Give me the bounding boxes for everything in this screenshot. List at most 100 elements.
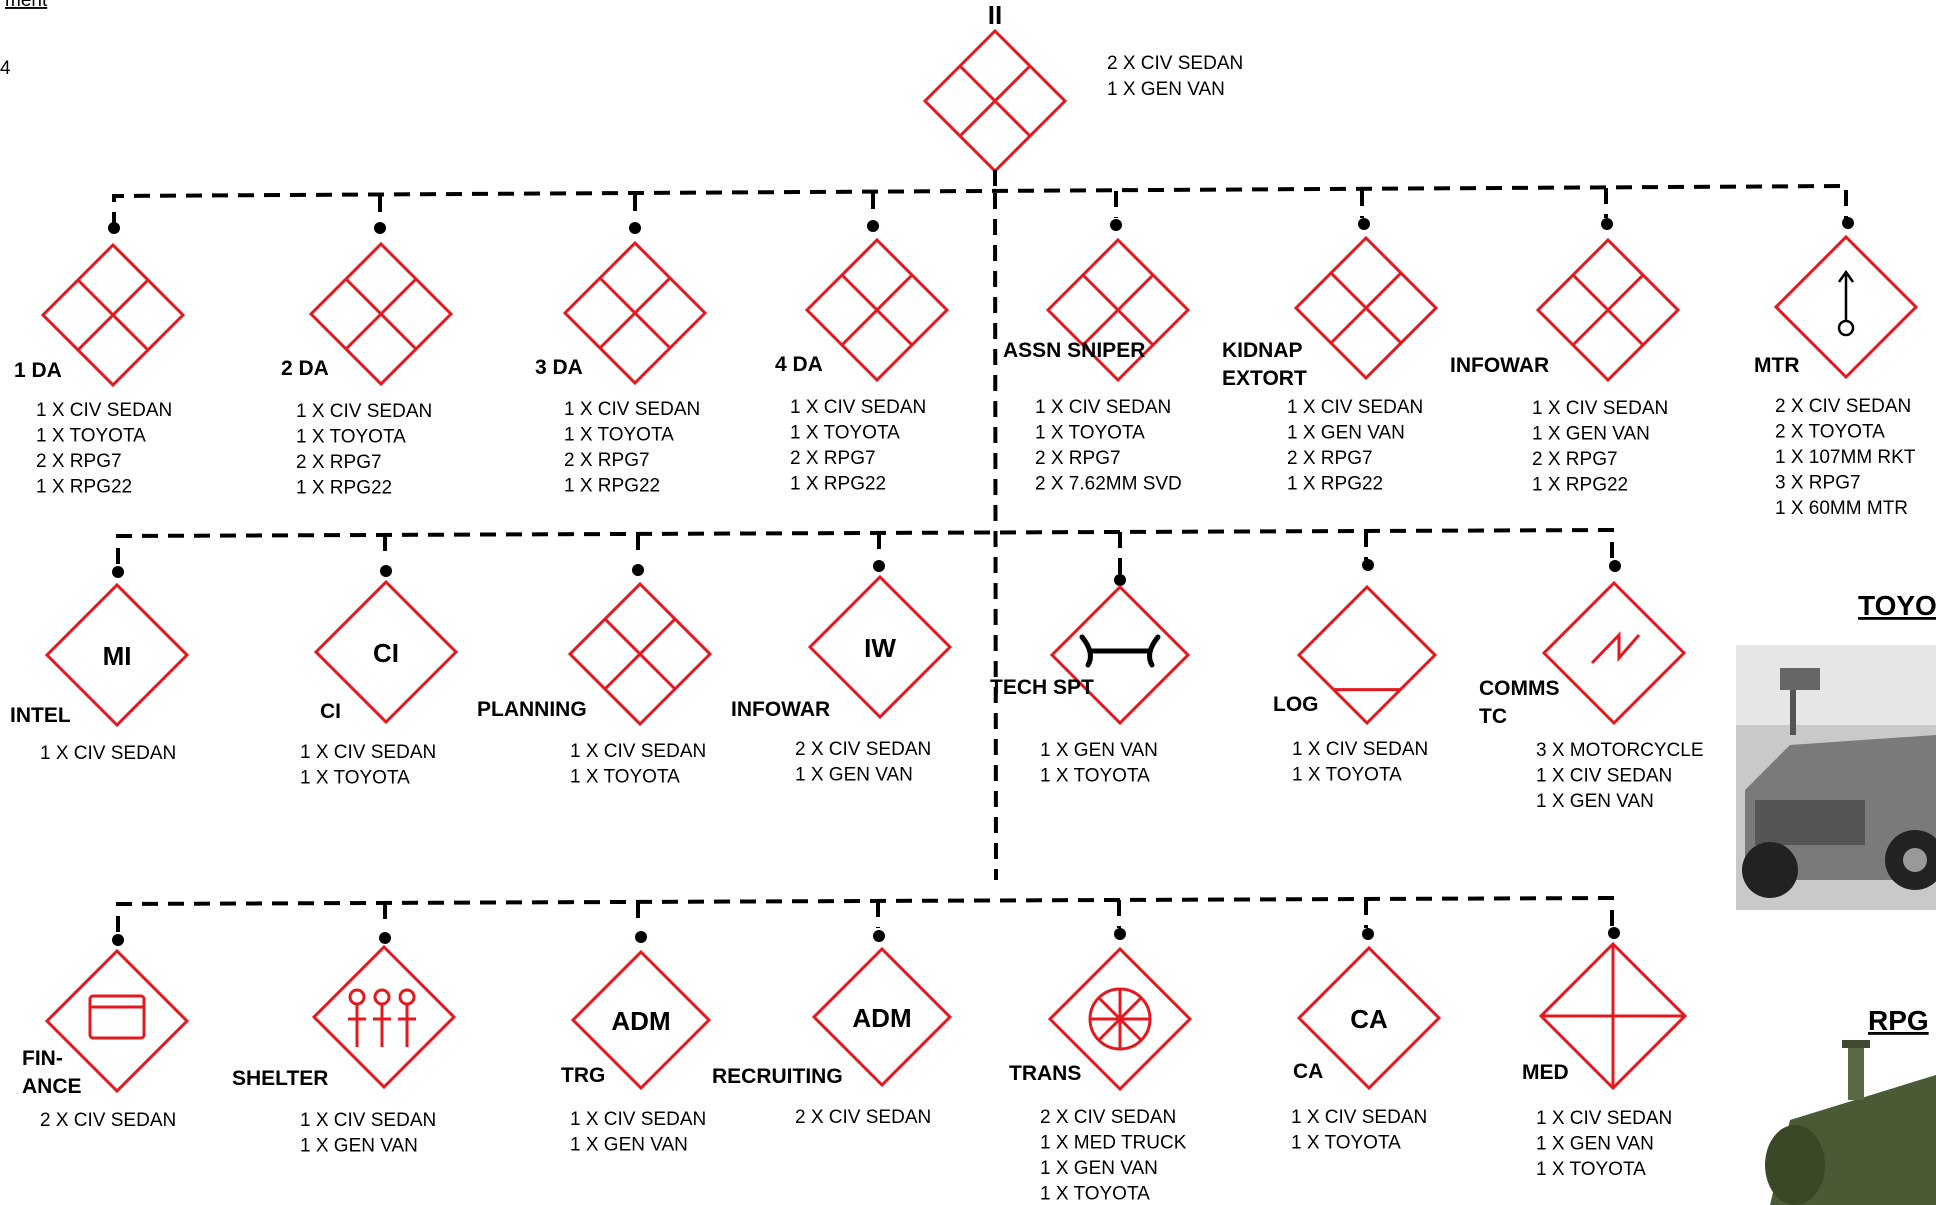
equipment-item: 2 X RPG7 [1287,448,1373,469]
connector-dot [1601,218,1613,230]
equipment-item: 1 X CIV SEDAN [564,399,700,420]
equipment-item: 1 X TOYOTA [1035,423,1145,444]
unit-label: MTR [1754,354,1800,377]
equipment-item: 1 X GEN VAN [1532,424,1650,445]
equipment-item: 1 X CIV SEDAN [1536,1108,1672,1129]
connector-dot [380,565,392,577]
equipment-item: 1 X CIV SEDAN [570,1109,706,1130]
row2-unit-2: CICI1 X CIV SEDAN1 X TOYOTA [300,565,456,789]
unit-label: 2 DA [281,357,329,380]
equipment-item: 1 X RPG22 [296,478,392,499]
row2-unit-5: TECH SPT1 X GEN VAN1 X TOYOTA [990,574,1188,787]
equipment-item: 1 X GEN VAN [795,765,913,786]
unit-label: INFOWAR [1450,354,1549,377]
equipment-item: 1 X CIV SEDAN [790,397,926,418]
connector-dot [1609,560,1621,572]
equipment-item: 1 X 60MM MTR [1775,498,1908,519]
equipment-item: 1 X TOYOTA [1536,1159,1646,1180]
row1-unit-8: MTR2 X CIV SEDAN2 X TOYOTA1 X 107MM RKT3… [1754,217,1916,519]
unit-label: 1 DA [14,359,62,382]
connector-lines [114,170,1846,932]
equipment-item: 2 X CIV SEDAN [1775,396,1911,417]
connector-dot [867,220,879,232]
unit-label: SHELTER [232,1067,328,1090]
equipment-item: 1 X 107MM RKT [1775,447,1916,468]
equipment-item: 2 X 7.62MM SVD [1035,474,1182,495]
unit-symbol [1544,583,1684,723]
unit-symbol [1296,238,1436,378]
unit-symbol [314,947,454,1087]
connector-dot [379,932,391,944]
svg-text:ADM: ADM [852,1003,911,1033]
equipment-item: 1 X GEN VAN [570,1135,688,1156]
svg-text:IW: IW [864,633,896,663]
equipment-item: 2 X CIV SEDAN [40,1110,176,1131]
equipment-item: 3 X MOTORCYCLE [1536,740,1704,761]
equipment-item: 2 X RPG7 [790,448,876,469]
connector-dot [632,564,644,576]
equipment-item: 1 X RPG22 [1287,474,1383,495]
connector-dot [873,560,885,572]
hq-symbol [925,31,1065,171]
hq-equipment-2: 1 X GEN VAN [1107,79,1225,100]
unit-symbol [43,245,183,385]
row3-unit-1: FIN-ANCE2 X CIV SEDAN [22,934,187,1131]
equipment-item: 1 X TOYOTA [1291,1133,1401,1154]
connector-dot [1114,928,1126,940]
row2-unit-4: IW INFOWAR 2 X CIV SEDAN 1 X GEN VAN [731,560,950,786]
equipment-item: 1 X RPG22 [564,476,660,497]
unit-label: MED [1522,1061,1569,1084]
row2-unit-3: PLANNING1 X CIV SEDAN1 X TOYOTA [477,564,710,788]
connector-dot [1362,928,1374,940]
unit-symbol [565,243,705,383]
connector-dot [629,222,641,234]
unit-label: INTEL [10,704,71,727]
corner-side-text: 4 [0,58,11,79]
unit-label: INFOWAR [731,698,830,721]
row3-unit-7: MED 1 X CIV SEDAN 1 X GEN VAN 1 X TOYOTA [1522,927,1685,1180]
equipment-item: 1 X GEN VAN [1040,1158,1158,1179]
unit-label: PLANNING [477,698,587,721]
equipment-item: 1 X MED TRUCK [1040,1133,1187,1154]
unit-label: CI [320,700,341,723]
equipment-item: 1 X GEN VAN [1536,1134,1654,1155]
unit-label: EXTORT [1222,367,1307,390]
hq-equipment-1: 2 X CIV SEDAN [1107,53,1243,74]
equipment-item: 1 X TOYOTA [790,423,900,444]
equipment-item: 3 X RPG7 [1775,473,1861,494]
unit-label: 4 DA [775,353,823,376]
equipment-item: 2 X RPG7 [564,450,650,471]
unit-label: TECH SPT [990,676,1094,699]
svg-text:CA: CA [1350,1004,1388,1034]
equipment-item: 2 X CIV SEDAN [795,1107,931,1128]
connector-dot [108,222,120,234]
svg-text:MI: MI [103,641,132,671]
unit-symbol: IW [810,577,950,717]
svg-text:ADM: ADM [611,1006,670,1036]
equipment-item: 1 X CIV SEDAN [1035,397,1171,418]
equipment-item: 1 X CIV SEDAN [296,401,432,422]
unit-label: COMMS [1479,677,1560,700]
connector-dot [112,934,124,946]
connector-dot [1110,219,1122,231]
connector-dot [873,930,885,942]
unit-symbol [807,240,947,380]
row1-branch-line [114,186,1846,228]
equipment-item: 1 X CIV SEDAN [1287,397,1423,418]
equipment-item: 1 X GEN VAN [300,1136,418,1157]
connector-dot [1608,927,1620,939]
unit-symbol [47,951,187,1091]
equipment-item: 2 X CIV SEDAN [795,739,931,760]
toyota-picture-title: TOYO [1858,590,1936,621]
equipment-item: 1 X TOYOTA [296,427,406,448]
unit-label: ASSN SNIPER [1003,339,1145,362]
equipment-item: 1 X TOYOTA [570,767,680,788]
connector-dot [1114,574,1126,586]
vertical-trunk-line [995,193,996,880]
svg-text:CI: CI [373,638,399,668]
